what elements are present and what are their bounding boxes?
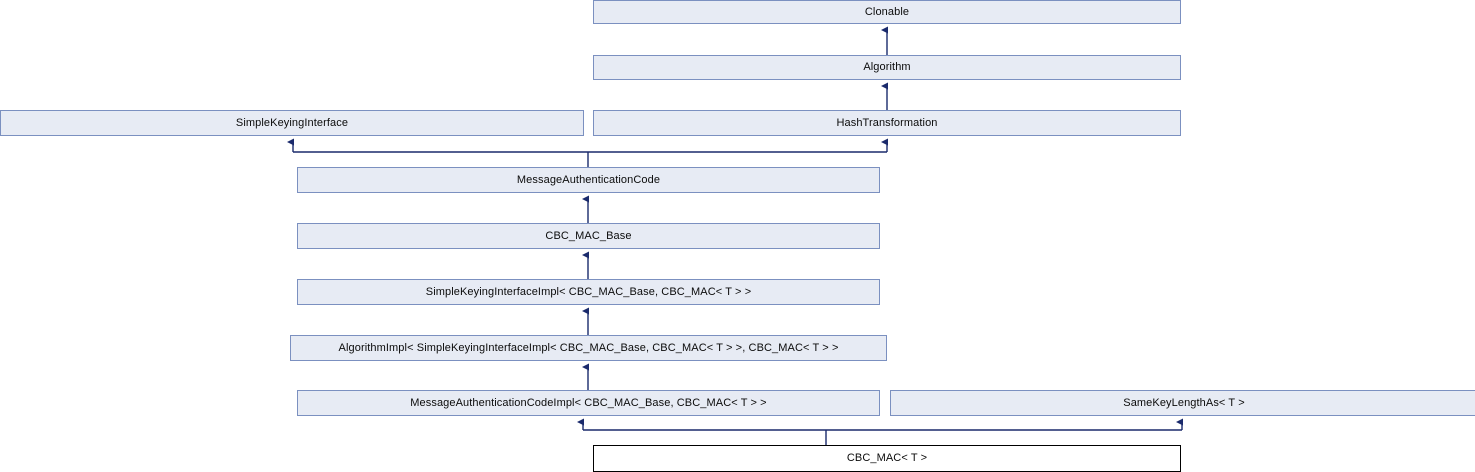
- class-node-label: SimpleKeyingInterfaceImpl< CBC_MAC_Base,…: [425, 285, 752, 298]
- class-node-label: CBC_MAC< T >: [846, 452, 928, 464]
- class-node-algorithm[interactable]: Algorithm: [593, 55, 1181, 80]
- class-node-label: Algorithm: [863, 61, 911, 73]
- class-node-label: MessageAuthenticationCode: [516, 173, 661, 186]
- class-node-samekeylengthas[interactable]: SameKeyLengthAs< T >: [890, 390, 1475, 416]
- class-node-label: HashTransformation: [836, 116, 938, 129]
- class-node-label: Clonable: [864, 5, 910, 18]
- class-node-label: SameKeyLengthAs< T >: [1123, 396, 1245, 409]
- class-node-clonable[interactable]: Clonable: [593, 0, 1181, 24]
- class-node-algorithmimpl[interactable]: AlgorithmImpl< SimpleKeyingInterfaceImpl…: [290, 335, 887, 361]
- class-node-label: AlgorithmImpl< SimpleKeyingInterfaceImpl…: [338, 341, 839, 354]
- class-node-simplekeyinginterface[interactable]: SimpleKeyingInterface: [0, 110, 584, 136]
- class-node-label: SimpleKeyingInterface: [235, 116, 349, 129]
- class-node-simplekeyinginterfaceimpl[interactable]: SimpleKeyingInterfaceImpl< CBC_MAC_Base,…: [297, 279, 880, 305]
- class-node-cbc-mac-base[interactable]: CBC_MAC_Base: [297, 223, 880, 249]
- class-node-cbc-mac[interactable]: CBC_MAC< T >: [593, 445, 1181, 472]
- class-node-hashtransformation[interactable]: HashTransformation: [593, 110, 1181, 136]
- class-node-label: MessageAuthenticationCodeImpl< CBC_MAC_B…: [410, 396, 767, 409]
- class-node-label: CBC_MAC_Base: [545, 229, 632, 242]
- edge-cbcmac-to-parents: [577, 418, 1183, 445]
- class-node-messageauthenticationcodeimpl[interactable]: MessageAuthenticationCodeImpl< CBC_MAC_B…: [297, 390, 880, 416]
- edge-mac-to-parents: [287, 138, 888, 167]
- class-node-messageauthenticationcode[interactable]: MessageAuthenticationCode: [297, 167, 880, 193]
